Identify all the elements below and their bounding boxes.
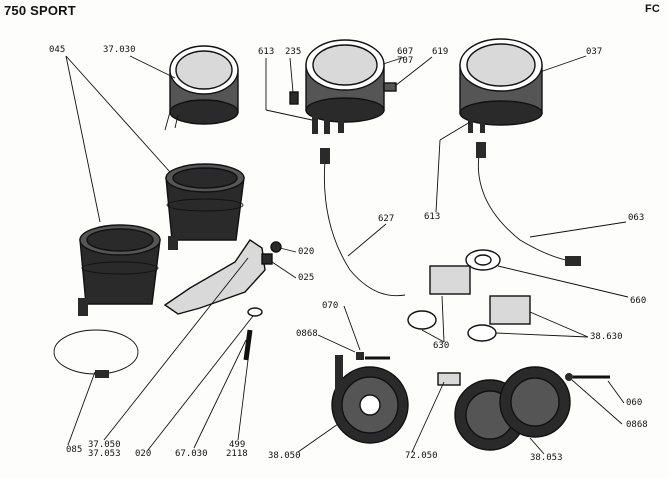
horn-38050: [331, 352, 409, 444]
mounting-bracket: [163, 239, 266, 315]
label-627: 627: [378, 214, 395, 224]
label-499: 499: [229, 440, 246, 450]
drive-unit-630: [429, 265, 471, 295]
label-613: 613: [258, 47, 275, 57]
label-38053: 38.053: [530, 453, 563, 463]
label-020: 020: [298, 247, 315, 257]
cable-063: [477, 147, 576, 263]
bulb-235: [289, 91, 299, 105]
cable-627: [323, 149, 406, 297]
label-67030: 67.030: [175, 449, 208, 459]
page-code: FC: [645, 3, 661, 15]
leader-lines: [65, 55, 629, 455]
drive-unit-38630: [489, 295, 531, 325]
gauge-right: [459, 38, 543, 133]
horn-pair-38053: [437, 366, 610, 451]
label-0868: 0868: [296, 329, 318, 339]
hose-clamp: [53, 329, 139, 375]
label-613-right: 613: [424, 212, 441, 222]
label-063: 063: [628, 213, 645, 223]
label-025: 025: [298, 273, 315, 283]
speedometer-gauge-center: [305, 39, 397, 134]
label-070: 070: [322, 301, 339, 311]
nut-020: [270, 241, 282, 253]
page-title: 750 SPORT: [4, 3, 76, 18]
washer-630: [407, 310, 437, 330]
gauge-cup-lower: [78, 224, 161, 316]
label-037: 037: [586, 47, 603, 57]
label-72050: 72.050: [405, 451, 438, 461]
label-660: 660: [630, 296, 647, 306]
gauge-cup-upper: [165, 163, 245, 250]
label-37053: 37.053: [88, 449, 121, 459]
label-045: 045: [49, 45, 66, 55]
label-0868-right: 0868: [626, 420, 648, 430]
label-607: 607: [397, 47, 414, 57]
washer-020: [247, 307, 263, 317]
label-619: 619: [432, 47, 449, 57]
label-37050: 37.050: [88, 440, 121, 450]
bushing-025: [261, 253, 273, 265]
label-020-lower: 020: [135, 449, 152, 459]
label-2118: 2118: [226, 449, 248, 459]
tachometer-gauge-left: [164, 45, 239, 131]
label-38630: 38.630: [590, 332, 623, 342]
label-37030: 37.030: [103, 45, 136, 55]
label-085: 085: [66, 445, 83, 455]
label-630: 630: [433, 341, 450, 351]
label-060: 060: [626, 398, 643, 408]
label-235: 235: [285, 47, 302, 57]
label-707: 707: [397, 56, 414, 66]
label-38050: 38.050: [268, 451, 301, 461]
screw-499: [243, 329, 253, 361]
